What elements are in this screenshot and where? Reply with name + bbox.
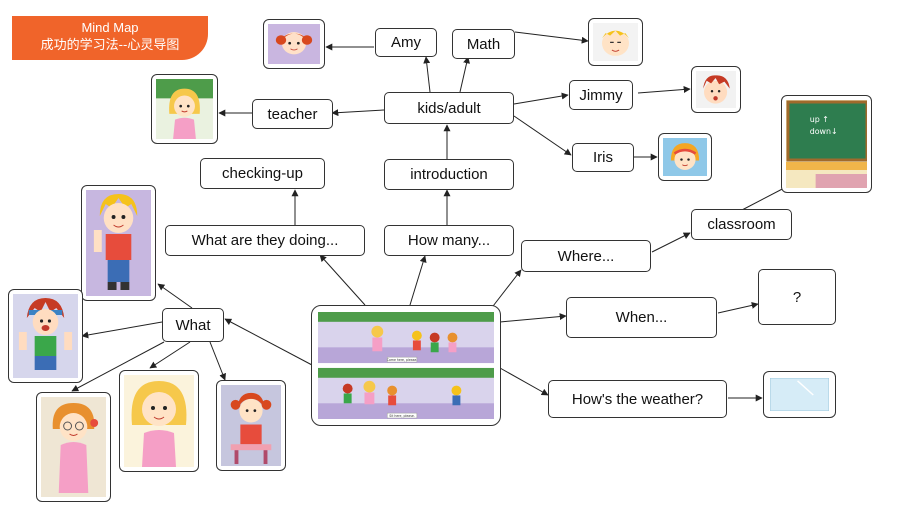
picture-boy-waving [81,185,156,301]
girl-face-icon [268,24,320,64]
picture-girl-sitting [216,380,286,471]
node-classroom[interactable]: classroom [691,209,792,240]
picture-math-boy [588,18,643,66]
girl-face-icon [221,385,281,466]
picture-classroom-scene: Come here, please. Sit here, please. [311,305,501,426]
boy-face-icon [13,294,78,378]
node-amy[interactable]: Amy [375,28,437,57]
node-weather[interactable]: How's the weather? [548,380,727,418]
arrow-center-to-where [489,269,522,311]
blackboard-line2: down↓ [810,127,838,136]
node-how-many[interactable]: How many... [384,225,514,256]
arrow-jimmy-to-pic [637,85,691,94]
blackboard-icon: up ↑ down↓ [786,100,867,188]
picture-teacher [151,74,218,144]
title-english: Mind Map [81,20,139,35]
caption-sit-here: Sit here, please. [389,414,415,418]
node-kids-adult[interactable]: kids/adult [384,92,514,124]
node-math[interactable]: Math [452,29,515,59]
node-teacher[interactable]: teacher [252,99,333,129]
arrow-center-to-how-many [409,255,427,306]
node-what-are-they-doing[interactable]: What are they doing... [165,225,365,256]
arrow-kids-to-iris [513,115,572,156]
boy-face-icon [593,23,638,61]
arrow-kids-to-jimmy [513,92,569,105]
title-chinese: 成功的学习法--心灵导图 [40,37,180,52]
arrow-center-to-when [499,313,567,323]
arrow-center-to-weather [499,367,549,396]
classroom-scene: Come here, please. Sit here, please. [318,312,494,419]
node-iris[interactable]: Iris [572,143,634,172]
picture-girl-glasses [36,392,111,502]
node-unknown[interactable]: ? [758,269,836,325]
picture-blackboard: up ↑ down↓ [781,95,872,193]
arrow-center-to-what [224,318,313,366]
picture-boy-cheering [8,289,83,383]
node-when[interactable]: When... [566,297,717,338]
node-introduction[interactable]: introduction [384,159,514,190]
arrow-what-to-girl1 [71,341,165,392]
girl-face-icon [41,397,106,497]
girl-face-icon [663,138,707,176]
boy-face-icon [696,71,736,108]
node-what[interactable]: What [162,308,224,342]
picture-girl-blonde [119,370,199,472]
arrow-kids-to-teacher [331,109,385,117]
arrow-where-to-classroom [651,232,691,253]
node-checking-up[interactable]: checking-up [200,158,325,189]
arrow-what-to-boy1 [157,283,193,309]
arrow-what-to-boy2 [81,321,163,339]
arrow-center-to-what-doing [319,254,366,306]
girl-face-icon [124,375,194,467]
boy-face-icon [86,190,151,296]
picture-jimmy [691,66,741,113]
picture-iris [658,133,712,181]
node-jimmy[interactable]: Jimmy [569,80,633,110]
arrow-what-to-girl2 [149,341,191,369]
window-icon [770,378,829,411]
caption-come-here: Come here, please. [387,358,418,362]
node-where[interactable]: Where... [521,240,651,272]
blackboard-line1: up ↑ [810,115,829,124]
picture-amy [263,19,325,69]
arrow-kids-to-math [459,56,471,93]
picture-window [763,371,836,418]
teacher-icon [156,79,213,139]
arrow-what-to-girl3 [209,341,226,381]
mind-map-title-tab: Mind Map 成功的学习法--心灵导图 [12,16,208,60]
arrow-math-to-pic [514,31,589,44]
arrow-when-to-unknown [717,301,759,314]
arrow-kids-to-amy [423,56,431,93]
